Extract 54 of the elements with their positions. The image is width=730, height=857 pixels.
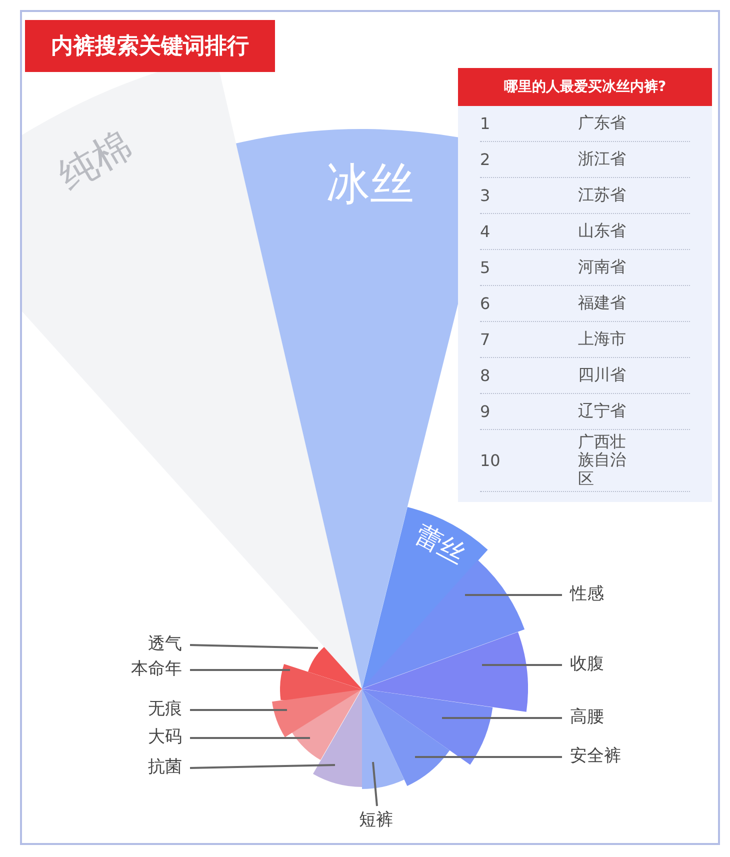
rank-number: 2 xyxy=(480,150,492,169)
province-name: 辽宁省 xyxy=(578,400,627,422)
rose-wedge xyxy=(362,689,493,765)
province-name: 上海市 xyxy=(578,328,627,350)
province-name: 山东省 xyxy=(578,220,627,242)
province-name: 江苏省 xyxy=(578,184,627,206)
rose-wedge xyxy=(362,632,528,712)
rank-number: 4 xyxy=(480,222,492,241)
wedge-label: 冰丝 xyxy=(326,163,414,207)
category-label: 收腹 xyxy=(570,656,604,673)
rose-wedge xyxy=(362,689,404,789)
rose-wedge xyxy=(292,689,362,760)
rose-wedge xyxy=(362,506,488,689)
province-name: 河南省 xyxy=(578,256,627,278)
province-name: 广西壮族自治区 xyxy=(578,431,627,490)
rose-wedge xyxy=(362,689,450,786)
rank-number: 6 xyxy=(480,294,492,313)
category-label: 本命年 xyxy=(131,661,182,678)
rank-number: 1 xyxy=(480,114,492,133)
leader-line xyxy=(190,737,310,739)
wedge-label: 蕾丝 xyxy=(410,521,470,569)
table-header: 哪里的人最爱买冰丝内裤? xyxy=(458,68,712,106)
category-label: 抗菌 xyxy=(148,759,182,776)
rank-number: 10 xyxy=(480,451,502,470)
rose-wedge xyxy=(280,664,362,700)
leader-line xyxy=(190,644,318,649)
rank-number: 7 xyxy=(480,330,492,349)
category-label: 高腰 xyxy=(570,709,604,726)
category-label: 短裤 xyxy=(359,812,393,829)
rank-number: 8 xyxy=(480,366,492,385)
province-name: 浙江省 xyxy=(578,148,627,170)
category-label: 大码 xyxy=(148,729,182,746)
category-label: 透气 xyxy=(148,636,182,653)
category-label: 安全裤 xyxy=(570,748,621,765)
title-banner: 内裤搜索关键词排行 xyxy=(25,20,275,72)
category-label: 无痕 xyxy=(148,701,182,718)
rose-wedge xyxy=(313,689,362,787)
rose-wedge xyxy=(272,689,362,738)
leader-line xyxy=(465,594,562,596)
leader-line xyxy=(482,664,562,666)
leader-line xyxy=(442,717,562,719)
province-name: 广东省 xyxy=(578,112,627,134)
province-name: 福建省 xyxy=(578,292,627,314)
rank-number: 9 xyxy=(480,402,492,421)
leader-line xyxy=(415,756,562,758)
category-label: 性感 xyxy=(570,586,604,603)
province-name: 四川省 xyxy=(578,364,627,386)
leader-line xyxy=(190,709,287,711)
leader-line xyxy=(190,669,290,671)
wedge-label: 纯棉 xyxy=(52,124,138,196)
rank-number: 3 xyxy=(480,186,492,205)
rank-number: 5 xyxy=(480,258,492,277)
leader-line xyxy=(190,764,336,769)
rose-wedge xyxy=(308,646,362,689)
